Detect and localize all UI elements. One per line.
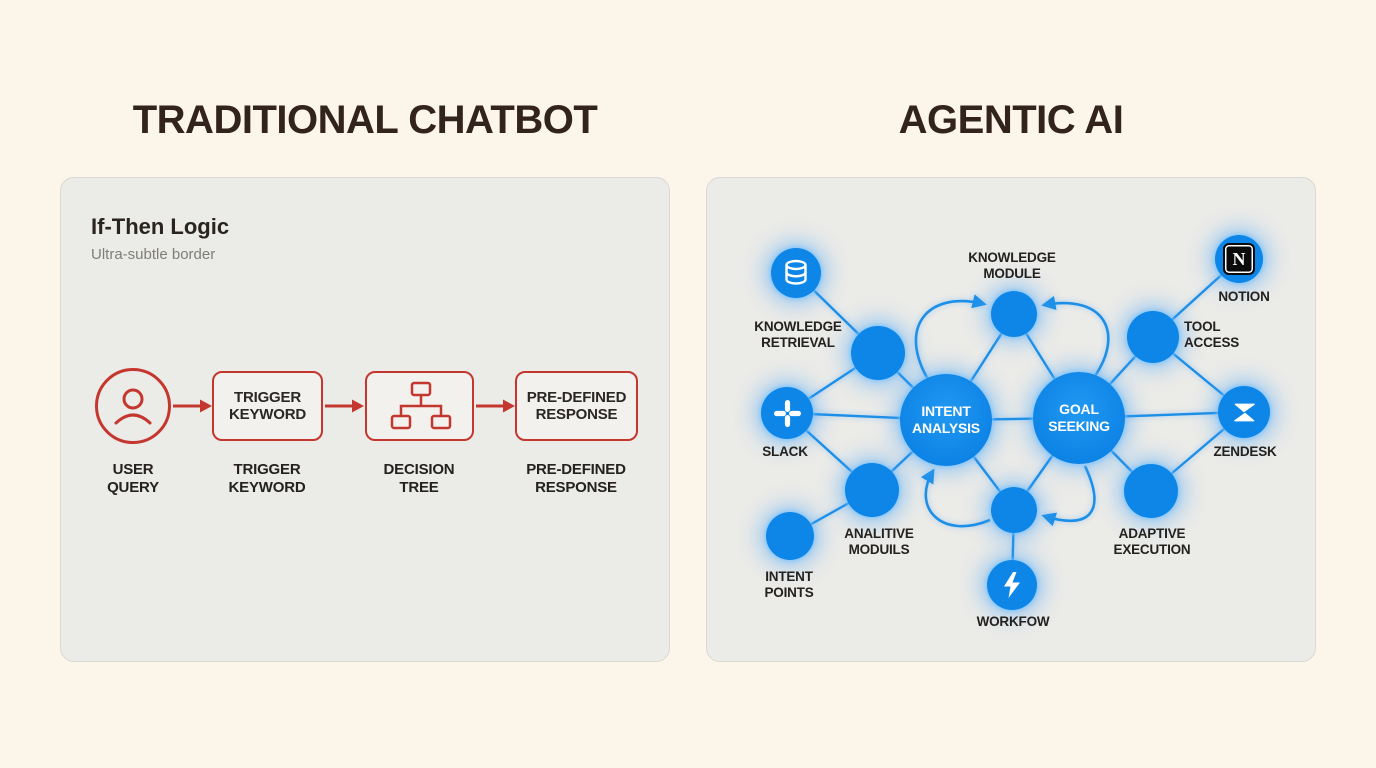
- goal-seeking-node: GOAL SEEKING: [1033, 372, 1125, 464]
- trigger-keyword-box: TRIGGER KEYWORD: [212, 371, 323, 441]
- decision-tree-box: [365, 371, 474, 441]
- zendesk-node: [1218, 386, 1270, 438]
- adaptive-execution-label: ADAPTIVE EXECUTION: [1113, 526, 1191, 558]
- intent-points-node: [766, 512, 814, 560]
- slack-label: SLACK: [762, 444, 808, 459]
- card-subheading: Ultra-subtle border: [91, 246, 216, 263]
- card-heading: If-Then Logic: [91, 214, 230, 239]
- analitive-moduls-node: [845, 463, 899, 517]
- agentic-ai-panel: INTENT ANALYSIS GOAL SEEKING N KNOWLEDGE…: [706, 177, 1316, 662]
- knowledge-retrieval-label: KNOWLEDGE RETRIEVAL: [754, 319, 842, 351]
- trigger-keyword-box-text: TRIGGER KEYWORD: [229, 388, 306, 423]
- notion-label: NOTION: [1218, 289, 1270, 304]
- flow-arrow-icon: [173, 399, 212, 413]
- analitive-moduls-label: ANALITIVE MODUILS: [844, 526, 914, 558]
- goal-seeking-label: GOAL SEEKING: [1048, 400, 1110, 435]
- knowledge-retrieval-hub-node: [851, 326, 905, 380]
- workflow-node: [987, 560, 1037, 610]
- slack-icon: [773, 399, 801, 427]
- flow-arrow-icon: [325, 399, 364, 413]
- slack-node: [761, 387, 813, 439]
- traditional-chatbot-panel: If-Then Logic Ultra-subtle border TRIGGE…: [60, 177, 670, 662]
- flow-arrow-icon: [476, 399, 515, 413]
- execution-hub-node: [991, 487, 1037, 533]
- intent-analysis-label: INTENT ANALYSIS: [912, 402, 980, 437]
- workflow-label: WORKFOW: [976, 614, 1050, 629]
- user-query-node: [95, 368, 171, 444]
- tool-access-node: [1127, 311, 1179, 363]
- feedback-arrows: [914, 294, 1110, 528]
- intent-analysis-node: INTENT ANALYSIS: [900, 374, 992, 466]
- knowledge-module-label: KNOWLEDGE MODULE: [968, 250, 1056, 282]
- knowledge-retrieval-node: [771, 248, 821, 298]
- right-panel-title: AGENTIC AI: [898, 98, 1124, 142]
- decision-tree-label: DECISION TREE: [383, 461, 455, 496]
- zendesk-label: ZENDESK: [1213, 444, 1277, 459]
- pre-defined-response-label: PRE-DEFINED RESPONSE: [526, 461, 626, 496]
- pre-defined-response-box: PRE-DEFINED RESPONSE: [515, 371, 638, 441]
- user-query-label: USER QUERY: [107, 461, 159, 496]
- decision-tree-icon: [390, 381, 451, 430]
- notion-icon: N: [1223, 243, 1255, 275]
- pre-defined-response-box-text: PRE-DEFINED RESPONSE: [526, 388, 627, 423]
- intent-points-label: INTENT POINTS: [764, 569, 814, 601]
- left-panel-title: TRADITIONAL CHATBOT: [132, 98, 598, 142]
- tool-access-label: TOOL ACCESS: [1184, 319, 1240, 351]
- database-icon: [785, 259, 807, 285]
- user-icon: [114, 388, 152, 425]
- knowledge-module-node: [991, 291, 1037, 337]
- notion-node: N: [1215, 235, 1263, 283]
- lightning-icon: [1004, 572, 1020, 598]
- zendesk-icon: [1233, 403, 1255, 421]
- adaptive-execution-node: [1124, 464, 1178, 518]
- trigger-keyword-label: TRIGGER KEYWORD: [228, 461, 306, 496]
